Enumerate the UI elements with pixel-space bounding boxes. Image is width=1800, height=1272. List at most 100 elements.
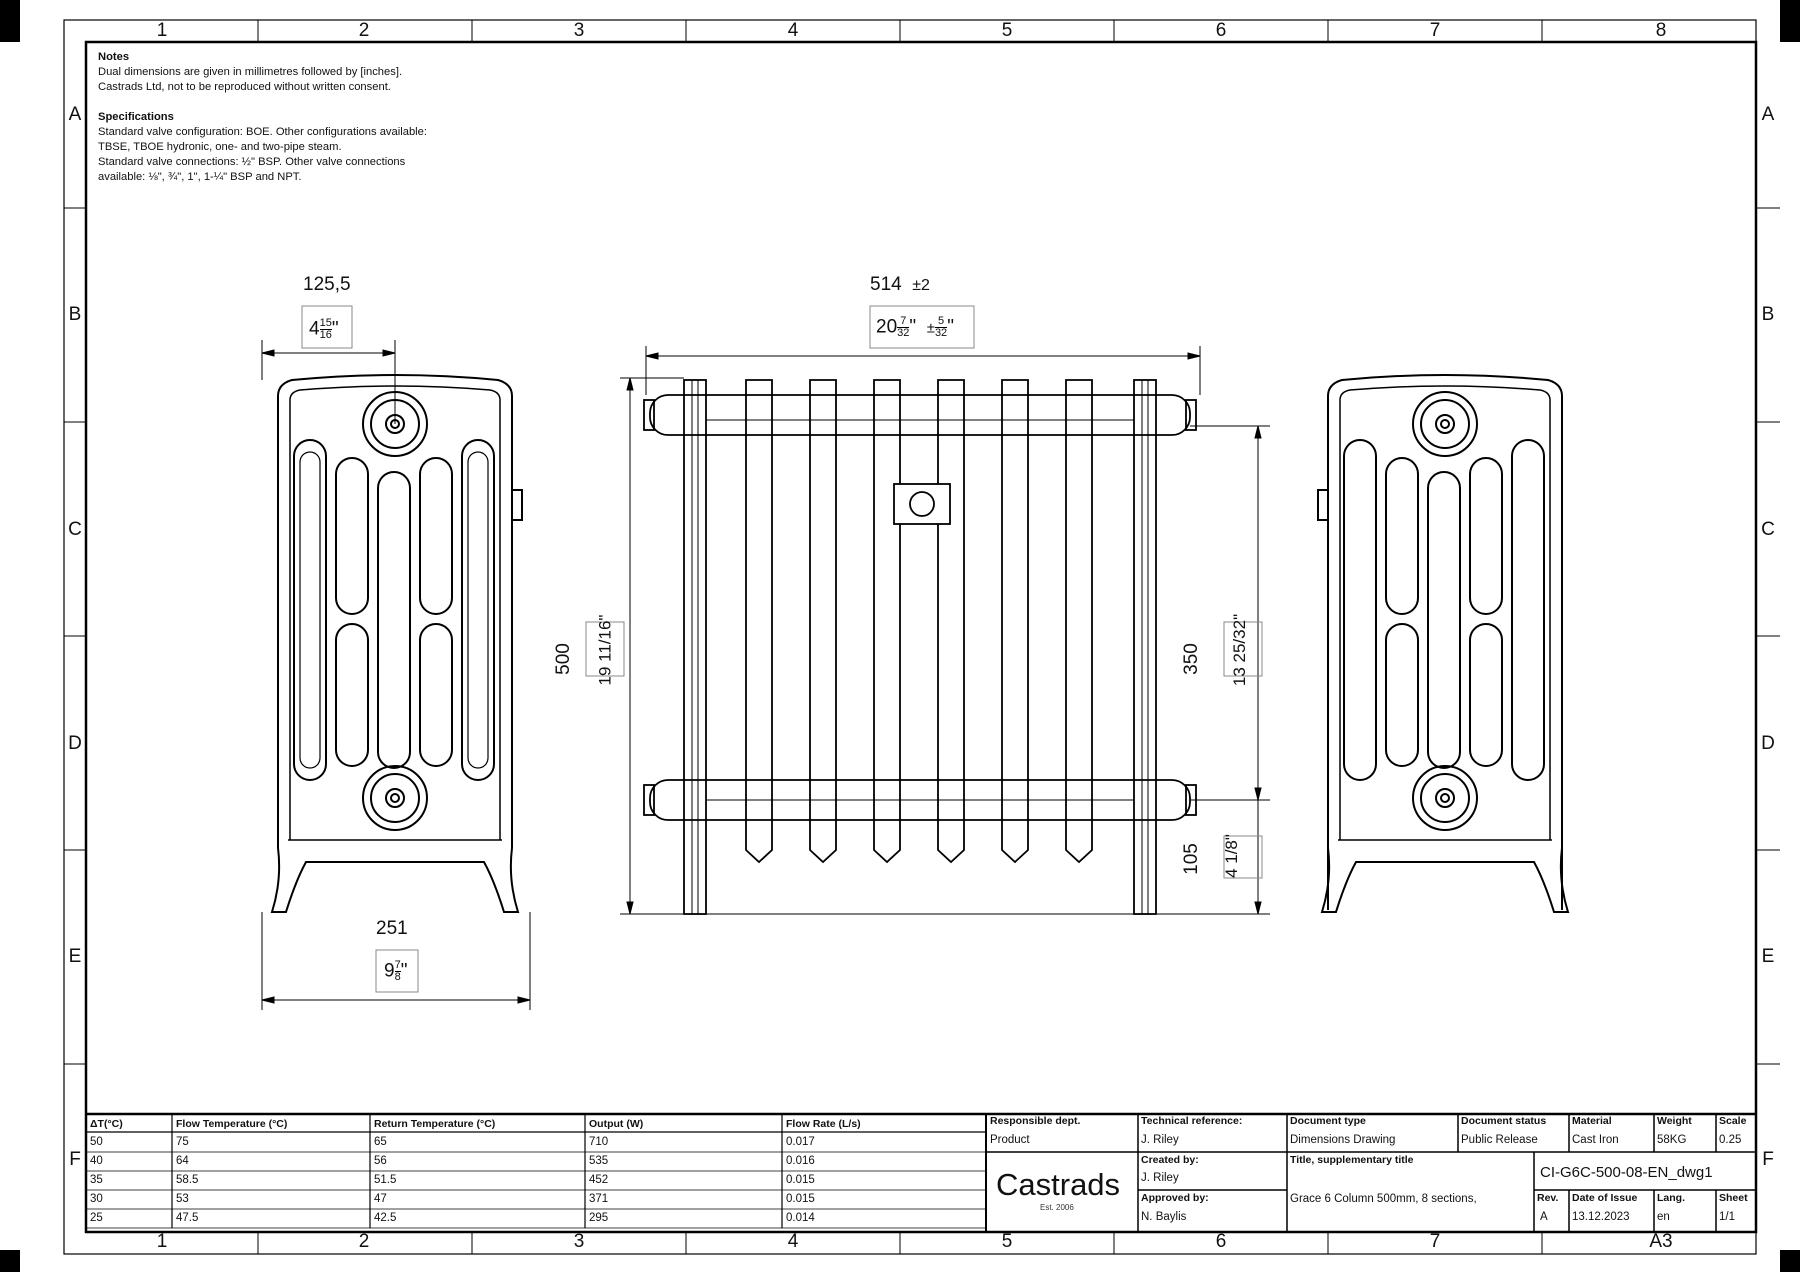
document-status: Public Release — [1461, 1134, 1538, 1146]
weight-label: Weight — [1657, 1115, 1692, 1127]
zone-col-7: 7 — [1429, 20, 1441, 41]
specifications-heading: Specifications — [98, 111, 174, 123]
spec-line: Standard valve connections: ½" BSP. Othe… — [98, 156, 406, 168]
dim-width-mm: 514 ±2 — [870, 274, 930, 296]
zone-col-7-bottom: 7 — [1429, 1231, 1441, 1252]
notes-line: Castrads Ltd, not to be reproduced witho… — [98, 81, 391, 93]
dim-den: 32 — [934, 327, 948, 339]
table-cell: 295 — [589, 1212, 609, 1224]
dim-num: 7 — [897, 316, 910, 328]
dim-den: 8 — [394, 971, 401, 983]
zone-col-8: 8 — [1655, 20, 1667, 41]
technical-ref: J. Riley — [1141, 1134, 1179, 1146]
table-header: Flow Temperature (°C) — [176, 1118, 288, 1130]
dim-num: 15 — [319, 317, 332, 330]
zone-row-c: C — [68, 519, 82, 540]
document-type-label: Document type — [1290, 1115, 1366, 1127]
table-header: Return Temperature (°C) — [374, 1118, 496, 1130]
dim-whole: 9 — [384, 960, 395, 982]
notes-line: Dual dimensions are given in millimetres… — [98, 66, 403, 78]
zone-row-a: A — [68, 104, 82, 125]
lang: en — [1657, 1211, 1670, 1223]
dim-floor-mm: 105 — [1180, 843, 1202, 875]
dim-height-in: 19 11/16" — [595, 614, 615, 686]
zone-row-d-right: D — [1761, 733, 1775, 754]
zone-col-6: 6 — [1215, 20, 1227, 41]
dim-foot-width-mm: 251 — [376, 918, 408, 939]
zone-row-d: D — [68, 733, 82, 754]
zone-row-c-right: C — [1761, 519, 1775, 540]
zone-col-5-bottom: 5 — [1001, 1231, 1013, 1252]
paper-size: A3 — [1649, 1231, 1673, 1252]
zone-row-b-right: B — [1761, 304, 1775, 325]
table-cell: 710 — [589, 1136, 609, 1148]
side-view-left — [270, 374, 523, 913]
table-cell: 30 — [90, 1193, 103, 1205]
dim-height-mm: 500 — [552, 643, 574, 675]
table-cell: 50 — [90, 1136, 103, 1148]
technical-ref-label: Technical reference: — [1141, 1115, 1243, 1127]
zone-col-1-bottom: 1 — [156, 1231, 168, 1252]
table-cell: 0.017 — [786, 1136, 815, 1148]
zone-col-6-bottom: 6 — [1215, 1231, 1227, 1252]
zone-row-e-right: E — [1761, 946, 1775, 967]
sheet: 1/1 — [1719, 1211, 1735, 1223]
dim-centres-mm: 350 — [1180, 643, 1202, 675]
date-of-issue: 13.12.2023 — [1572, 1211, 1630, 1223]
table-cell: 65 — [374, 1136, 387, 1148]
table-cell: 452 — [589, 1174, 609, 1186]
zone-col-3-bottom: 3 — [573, 1231, 585, 1252]
table-header: Flow Rate (L/s) — [786, 1118, 861, 1130]
rev-label: Rev. — [1537, 1192, 1559, 1204]
company-logo: Castrads — [996, 1167, 1121, 1202]
table-header: Output (W) — [589, 1118, 644, 1130]
table-cell: 53 — [176, 1193, 189, 1205]
zone-col-2: 2 — [358, 20, 370, 41]
dim-floor-in: 4 1/8" — [1221, 834, 1241, 878]
table-cell: 47.5 — [176, 1212, 199, 1224]
weight: 58KG — [1657, 1134, 1687, 1146]
created-by: J. Riley — [1141, 1172, 1179, 1184]
table-cell: 35 — [90, 1174, 103, 1186]
table-cell: 51.5 — [374, 1174, 397, 1186]
table-cell: 64 — [176, 1155, 189, 1167]
zone-col-3: 3 — [573, 20, 585, 41]
dim-whole: 4 — [309, 318, 320, 340]
dim-width-tol: ±2 — [912, 277, 930, 294]
approved-by: N. Baylis — [1141, 1211, 1187, 1223]
spec-line: Standard valve configuration: BOE. Other… — [98, 126, 427, 138]
responsible-dept-label: Responsible dept. — [990, 1115, 1081, 1127]
dim-width-value: 514 — [870, 274, 902, 295]
table-cell: 40 — [90, 1155, 103, 1167]
scale: 0.25 — [1719, 1134, 1742, 1146]
zone-row-e: E — [68, 946, 82, 967]
table-cell: 0.016 — [786, 1155, 815, 1167]
table-cell: 42.5 — [374, 1212, 397, 1224]
dim-side-depth-mm: 125,5 — [303, 274, 351, 295]
zone-row-a-right: A — [1761, 104, 1775, 125]
drawing-title: Grace 6 Column 500mm, 8 sections, — [1290, 1193, 1477, 1205]
table-cell: 25 — [90, 1212, 103, 1224]
material: Cast Iron — [1572, 1134, 1619, 1146]
document-type: Dimensions Drawing — [1290, 1134, 1396, 1146]
zone-row-b: B — [68, 304, 82, 325]
table-cell: 0.014 — [786, 1212, 815, 1224]
front-view — [643, 379, 1197, 915]
spec-line: available: ⅛", ¾", 1", 1-¼" BSP and NPT. — [98, 171, 302, 183]
zone-col-4-bottom: 4 — [787, 1231, 799, 1252]
approved-by-label: Approved by: — [1141, 1192, 1209, 1204]
dim-den: 32 — [897, 327, 910, 339]
zone-row-f-right: F — [1762, 1149, 1774, 1170]
dim-num: 5 — [934, 316, 948, 328]
scale-label: Scale — [1719, 1115, 1747, 1127]
zone-col-1: 1 — [156, 20, 168, 41]
title-label: Title, supplementary title — [1290, 1154, 1414, 1166]
date-label: Date of Issue — [1572, 1192, 1638, 1204]
responsible-dept: Product — [990, 1134, 1030, 1146]
table-cell: 0.015 — [786, 1193, 815, 1205]
table-cell: 58.5 — [176, 1174, 199, 1186]
table-header: ΔT(°C) — [90, 1118, 123, 1130]
